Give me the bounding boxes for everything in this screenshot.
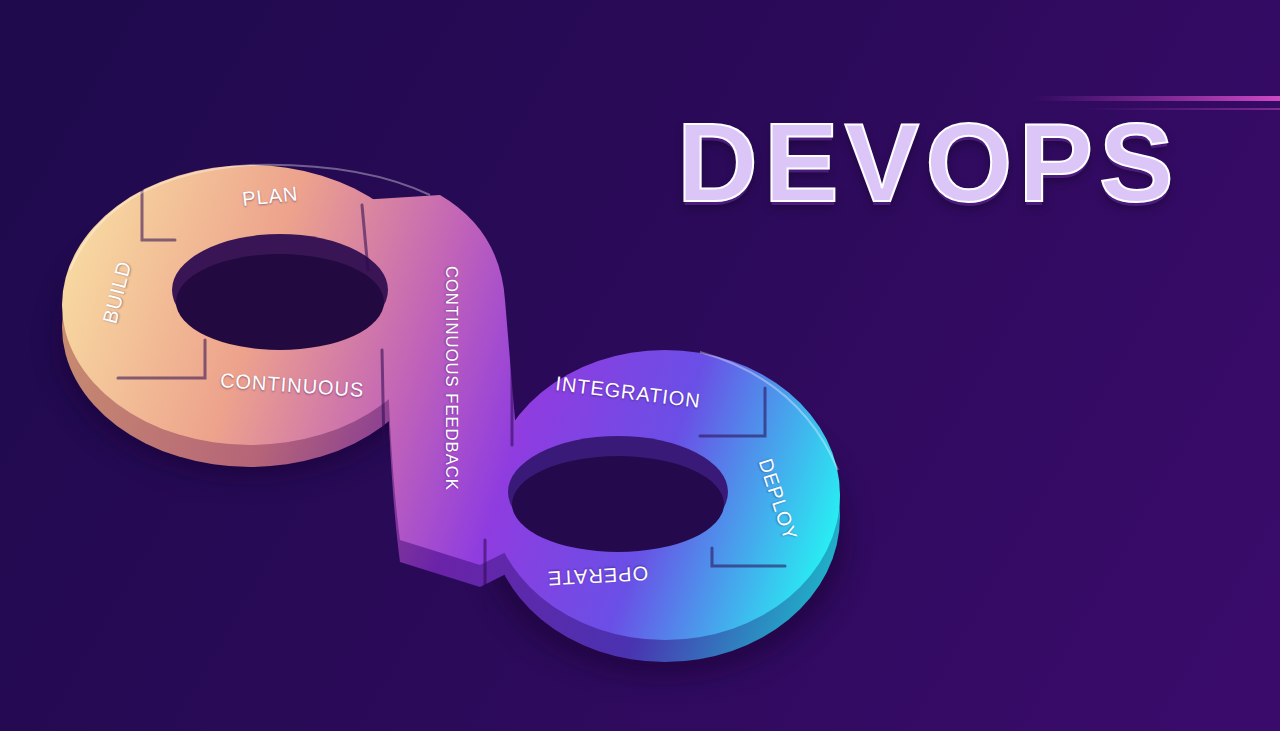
- loop-segment: OPERATE: [546, 562, 648, 589]
- segment-label: CONTINUOUS FEEDBACK: [441, 266, 460, 491]
- segment-label: CONTINUOUS: [219, 369, 365, 401]
- loop-top: [62, 165, 840, 640]
- diagram-title: DEVOPS: [677, 107, 1180, 219]
- segment-gap: [118, 190, 785, 612]
- segment-label: BUILD: [99, 258, 136, 325]
- loop-segment: BUILD: [99, 258, 136, 325]
- loop-segment: PLAN: [241, 182, 299, 210]
- segment-label: PLAN: [241, 182, 299, 210]
- loop-segment: INTEGRATION: [554, 372, 702, 412]
- segment-label: OPERATE: [546, 562, 648, 589]
- loop-hole: [172, 234, 728, 552]
- loop-segment: DEPLOY: [754, 456, 801, 544]
- segment-label: INTEGRATION: [554, 372, 702, 412]
- light-streak: [1030, 96, 1280, 101]
- loop-segment: CONTINUOUS FEEDBACK: [441, 266, 460, 491]
- loop-segment: CONTINUOUS: [219, 369, 365, 401]
- segment-label: DEPLOY: [754, 456, 801, 544]
